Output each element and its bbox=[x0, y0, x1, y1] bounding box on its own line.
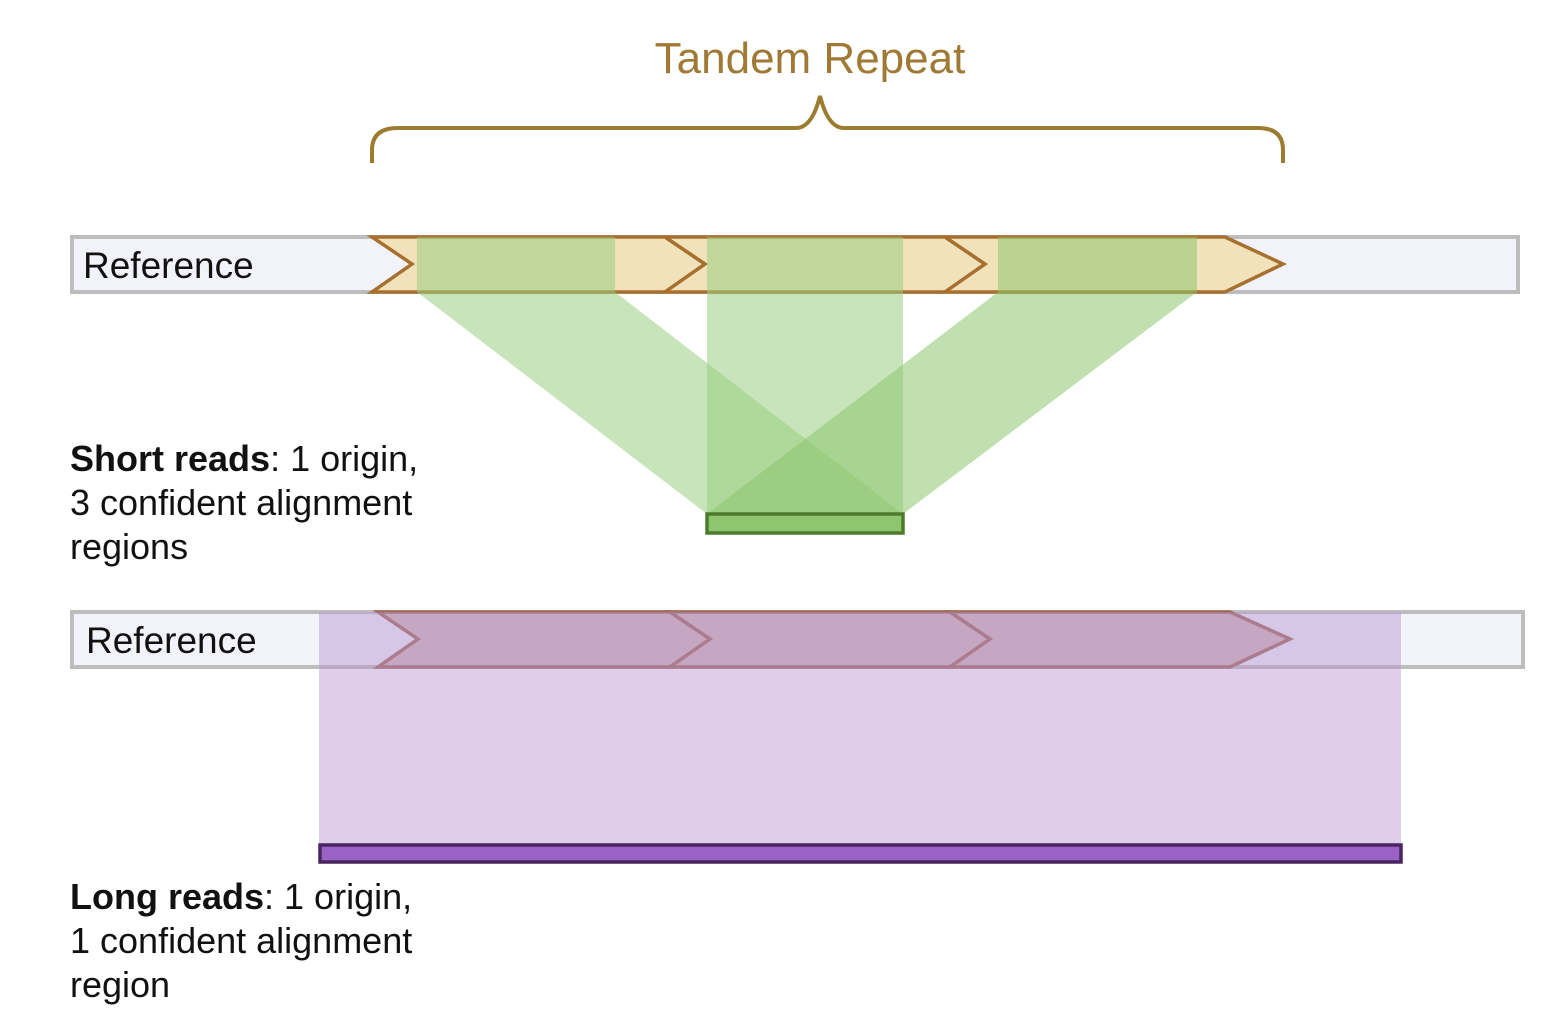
top-reference-label: Reference bbox=[83, 245, 254, 286]
long-read-bar bbox=[318, 843, 1403, 864]
short-reads-origin: : 1 origin, bbox=[270, 438, 419, 479]
long-reads-line3: region bbox=[70, 964, 171, 1005]
short-read-bar bbox=[705, 512, 905, 535]
short-reads-line2: 3 confident alignment bbox=[70, 482, 413, 523]
diagram-title: Tandem Repeat bbox=[654, 34, 966, 83]
long-reads-line2: 1 confident alignment bbox=[70, 920, 413, 961]
short-reads-line3: regions bbox=[70, 526, 189, 567]
bottom-repeat-unit-3 bbox=[944, 610, 1295, 669]
tandem-repeat-brace bbox=[370, 95, 1285, 163]
long-reads-origin: : 1 origin, bbox=[264, 876, 413, 917]
short-reads-label: Short reads bbox=[70, 438, 271, 479]
short-reads-caption: Short reads: 1 origin, 3 confident align… bbox=[70, 437, 418, 569]
bottom-reference-label: Reference bbox=[86, 620, 257, 661]
short-read-alignment-right bbox=[707, 237, 1197, 514]
short-read-alignments bbox=[417, 237, 1197, 514]
long-reads-caption: Long reads: 1 origin, 1 confident alignm… bbox=[70, 875, 412, 1007]
long-read-alignment bbox=[319, 612, 1401, 845]
long-reads-label: Long reads bbox=[70, 876, 265, 917]
bottom-repeat-units bbox=[372, 610, 1295, 669]
